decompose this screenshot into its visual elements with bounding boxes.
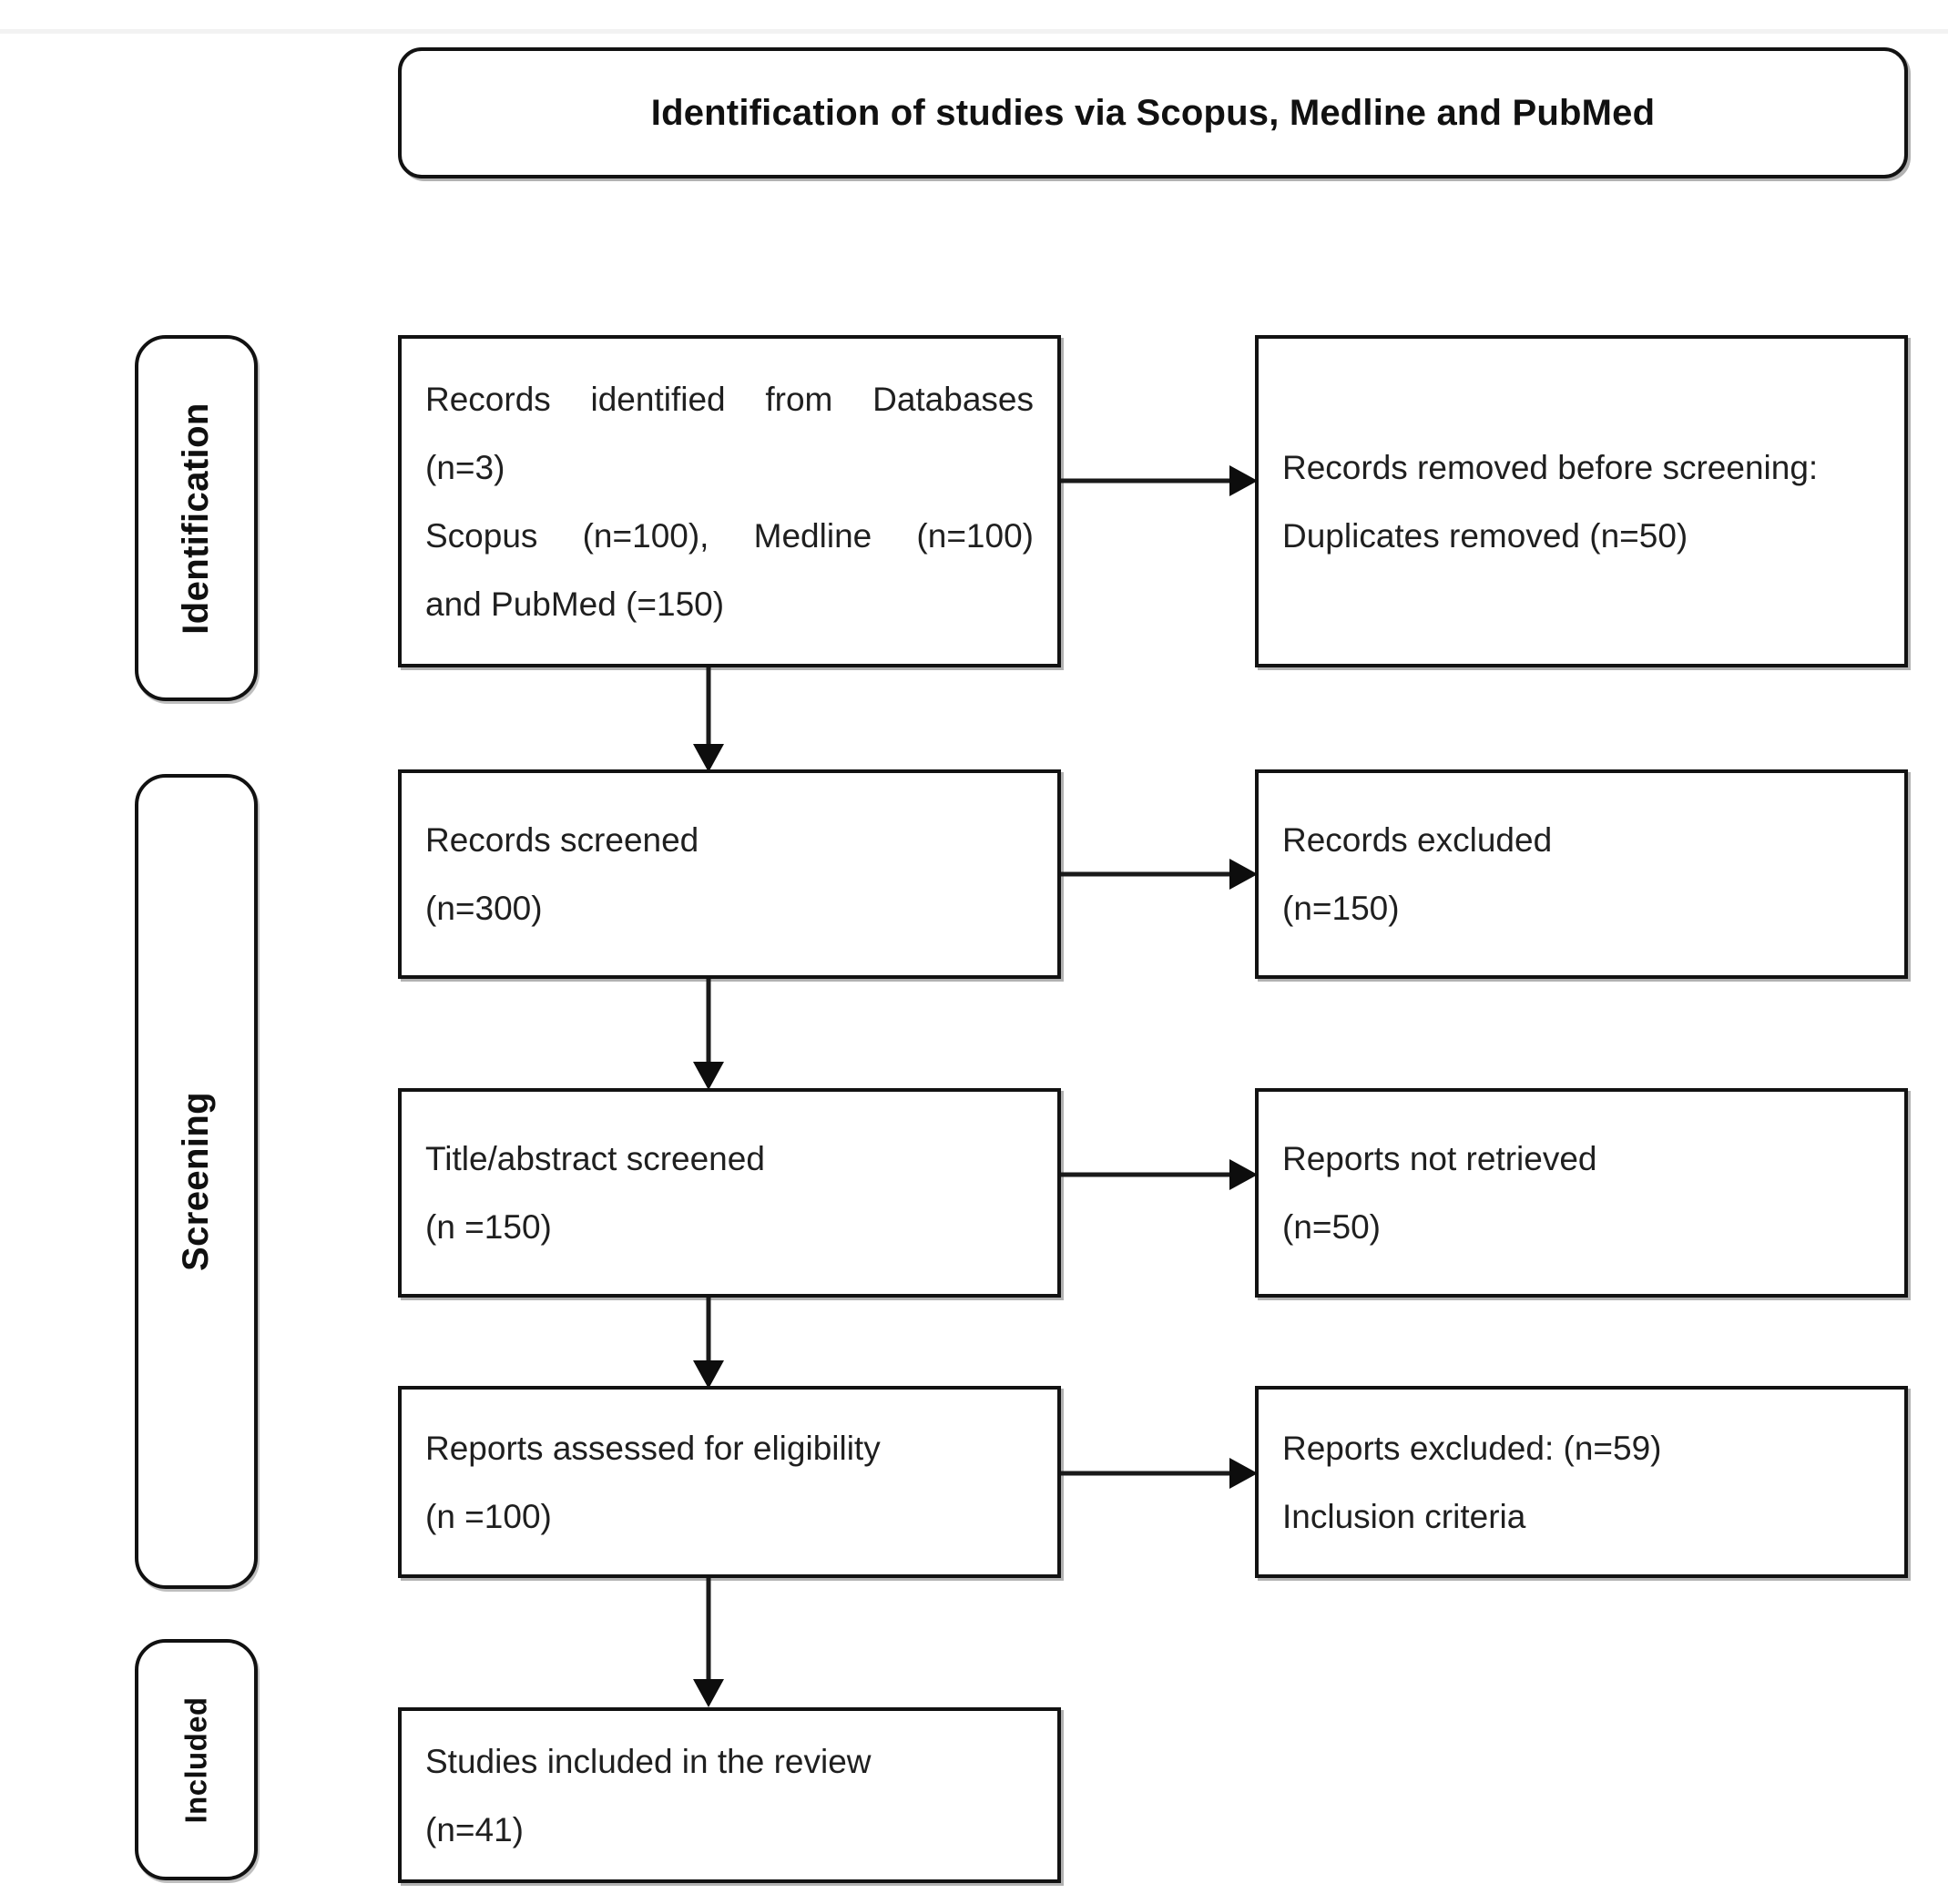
stage-tab-screening: Screening — [135, 774, 258, 1589]
arrow-screened-to-title-abstract — [690, 979, 727, 1090]
top-divider-rule — [0, 29, 1948, 34]
node-records-screened-body: Records screened (n=300) — [402, 823, 1057, 925]
node-studies-included-body: Studies included in the review (n=41) — [402, 1745, 1057, 1847]
arrow-title-abstract-to-not-retrieved — [1061, 1156, 1258, 1193]
node-records-identified-line1: Records identified from Databases — [425, 380, 1034, 418]
node-records-screened: Records screened (n=300) — [398, 769, 1061, 979]
diagram-title: Identification of studies via Scopus, Me… — [650, 93, 1656, 133]
node-reports-excluded: Reports excluded: (n=59) Inclusion crite… — [1255, 1386, 1908, 1578]
node-reports-not-retrieved-line1: Reports not retrieved — [1282, 1140, 1597, 1177]
arrow-identified-to-screened — [690, 667, 727, 772]
stage-tab-included: Included — [135, 1639, 258, 1880]
node-records-identified-line3: Scopus (n=100), Medline (n=100) — [425, 516, 1034, 555]
node-reports-assessed-line2: (n =100) — [425, 1497, 552, 1535]
stage-tab-identification: Identification — [135, 335, 258, 701]
node-reports-excluded-body: Reports excluded: (n=59) Inclusion crite… — [1259, 1431, 1904, 1533]
arrow-identified-to-removed — [1061, 463, 1258, 499]
node-records-identified-body: Records identified from Databases (n=3) … — [402, 382, 1057, 621]
node-reports-not-retrieved: Reports not retrieved (n=50) — [1255, 1088, 1908, 1298]
arrow-assessed-to-included — [690, 1578, 727, 1707]
stage-label-included: Included — [178, 1696, 213, 1823]
node-records-excluded-line1: Records excluded — [1282, 821, 1553, 859]
node-reports-excluded-line1: Reports excluded: (n=59) — [1282, 1429, 1662, 1467]
node-reports-assessed-body: Reports assessed for eligibility (n =100… — [402, 1431, 1057, 1533]
node-records-screened-line1: Records screened — [425, 821, 699, 859]
node-title-abstract-screened: Title/abstract screened (n =150) — [398, 1088, 1061, 1298]
node-title-abstract-screened-body: Title/abstract screened (n =150) — [402, 1142, 1057, 1244]
node-reports-assessed-line1: Reports assessed for eligibility — [425, 1429, 881, 1467]
node-records-removed-body: Records removed before screening: Duplic… — [1259, 451, 1904, 553]
node-records-removed: Records removed before screening: Duplic… — [1255, 335, 1908, 667]
node-studies-included-line1: Studies included in the review — [425, 1742, 872, 1780]
node-records-identified-line4: and PubMed (=150) — [425, 585, 725, 623]
node-reports-not-retrieved-line2: (n=50) — [1282, 1208, 1381, 1246]
node-records-screened-line2: (n=300) — [425, 890, 543, 927]
node-records-excluded-line2: (n=150) — [1282, 890, 1400, 927]
node-title-abstract-screened-line2: (n =150) — [425, 1208, 552, 1246]
arrow-screened-to-excluded — [1061, 856, 1258, 892]
node-studies-included: Studies included in the review (n=41) — [398, 1707, 1061, 1883]
node-records-identified: Records identified from Databases (n=3) … — [398, 335, 1061, 667]
node-records-removed-line1: Records removed before screening: — [1282, 448, 1819, 486]
arrow-assessed-to-reports-excluded — [1061, 1455, 1258, 1492]
node-studies-included-line2: (n=41) — [425, 1810, 524, 1848]
stage-label-screening: Screening — [176, 1092, 216, 1271]
node-reports-not-retrieved-body: Reports not retrieved (n=50) — [1259, 1142, 1904, 1244]
arrow-title-abstract-to-assessed — [690, 1298, 727, 1389]
node-reports-assessed: Reports assessed for eligibility (n =100… — [398, 1386, 1061, 1578]
node-records-identified-line2: (n=3) — [425, 448, 505, 486]
stage-label-identification: Identification — [176, 402, 216, 635]
diagram-header-box: Identification of studies via Scopus, Me… — [398, 47, 1908, 178]
node-records-removed-line2: Duplicates removed (n=50) — [1282, 516, 1688, 555]
node-title-abstract-screened-line1: Title/abstract screened — [425, 1140, 765, 1177]
node-reports-excluded-line2: Inclusion criteria — [1282, 1497, 1526, 1535]
node-records-excluded: Records excluded (n=150) — [1255, 769, 1908, 979]
node-records-excluded-body: Records excluded (n=150) — [1259, 823, 1904, 925]
